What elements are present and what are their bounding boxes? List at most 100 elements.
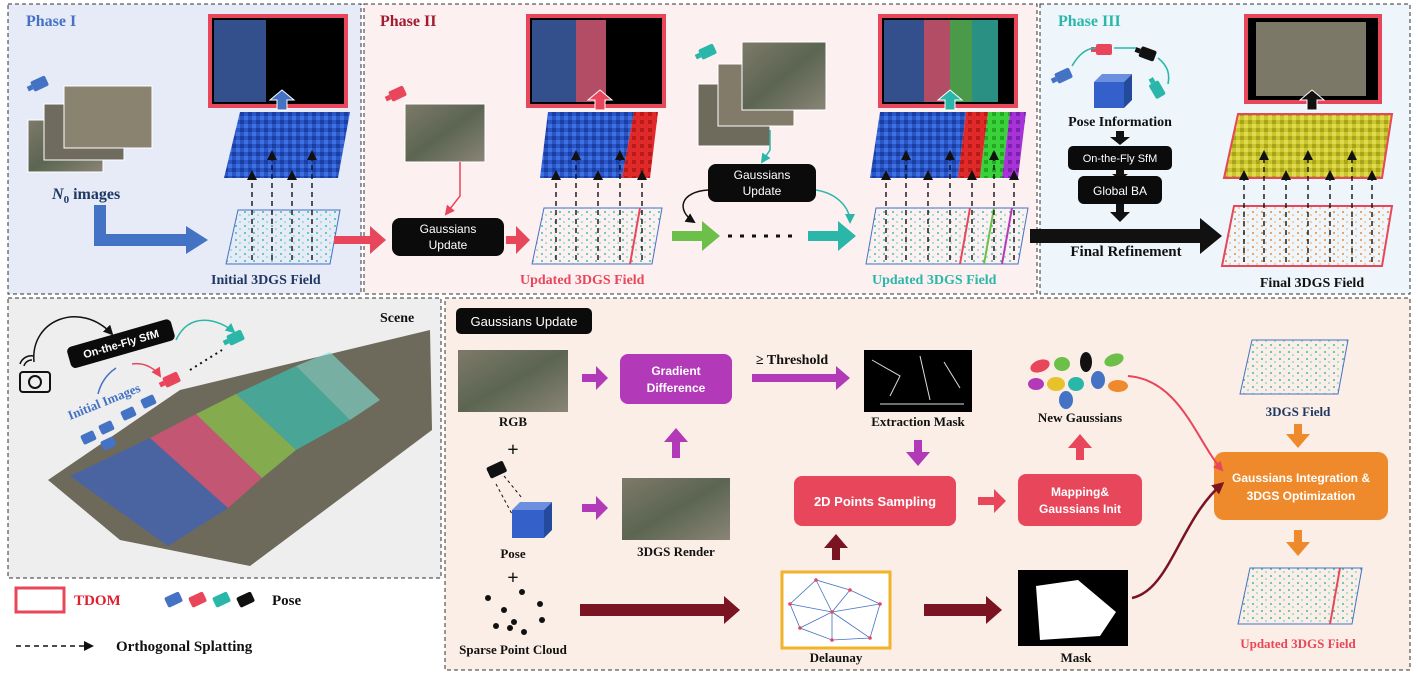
pose-info-label: Pose Information xyxy=(1068,115,1172,130)
phase2-gauss-grid-red xyxy=(622,112,658,178)
pose-camera-icon xyxy=(384,85,407,102)
phase1-field-label: Initial 3DGS Field xyxy=(211,273,321,288)
legend-pose-icons xyxy=(164,591,255,608)
plus-2: + xyxy=(507,567,518,589)
mask-shape xyxy=(1036,580,1116,640)
scene-strip-green xyxy=(196,394,296,478)
integration-line1: Gaussians Integration & xyxy=(1232,471,1370,485)
rgb-image xyxy=(458,350,568,412)
global-ba-box xyxy=(1078,176,1162,204)
rgb-to-grad-arrow xyxy=(582,366,608,390)
detail-field-label: 3DGS Field xyxy=(1266,404,1331,419)
gaussians-update-box-b xyxy=(708,164,816,202)
new-gaussians-label: New Gaussians xyxy=(1038,410,1122,425)
phase2-splat-lines xyxy=(551,150,647,260)
phase2-image xyxy=(404,103,486,163)
pose-camera-icon xyxy=(1050,67,1073,84)
phase2-tdom-red xyxy=(576,20,606,102)
pose-camera-icon xyxy=(694,43,717,60)
phase2b-split-green xyxy=(983,207,995,265)
mapping-line2: Gaussians Init xyxy=(1039,502,1121,516)
gradient-box xyxy=(620,354,732,404)
updated-field-split xyxy=(1329,567,1341,625)
scene-strip-red xyxy=(150,414,262,508)
delaunay-to-mask-arrow xyxy=(924,596,1002,624)
phase3-down-arrow-a xyxy=(1110,131,1130,145)
scene-title: Scene xyxy=(380,311,414,326)
scene-strip-blue xyxy=(70,438,228,546)
phase3-down-arrow-c xyxy=(1110,204,1130,222)
phase12-arrow xyxy=(334,226,386,254)
phase2-field-label: Updated 3DGS Field xyxy=(520,273,645,288)
mask-to-sampling-arrow xyxy=(906,440,930,466)
gaussians-update-box xyxy=(392,218,504,256)
sparse-label: Sparse Point Cloud xyxy=(459,642,567,657)
phase2b-grid-purple xyxy=(1002,112,1026,178)
phase2-arrow-a xyxy=(506,226,530,254)
phase2-gauss-grid xyxy=(540,112,634,178)
pose-cube xyxy=(1094,74,1132,108)
phase2b-up-arrow xyxy=(936,89,964,111)
render-image xyxy=(622,478,730,540)
detail-title: Gaussians Update xyxy=(471,314,578,329)
legend-tdom-label: TDOM xyxy=(74,593,121,609)
final-refinement-label: Final Refinement xyxy=(1070,244,1181,260)
phase2b-grid-red xyxy=(958,112,988,178)
plus-1: + xyxy=(507,439,518,461)
sfm-label: On-the-Fly SfM xyxy=(1083,153,1158,165)
integration-box xyxy=(1214,452,1388,520)
phase2b-field-label: Updated 3DGS Field xyxy=(872,273,997,288)
render-to-grad-arrow xyxy=(664,428,688,458)
integration-to-updated-arrow xyxy=(1286,530,1310,556)
phase2b-split-red xyxy=(959,207,971,265)
legend-tdom-swatch xyxy=(14,586,66,614)
new-gaussians-ellipses xyxy=(1028,352,1128,409)
scene-blue-cameras xyxy=(80,394,157,451)
updated-field xyxy=(1237,567,1363,625)
updated-field-label: Updated 3DGS Field xyxy=(1240,636,1356,651)
sampling-box xyxy=(794,476,956,526)
scene-blue-link xyxy=(97,367,117,395)
pose-camera-icon xyxy=(26,75,49,92)
delaunay-label: Delaunay xyxy=(810,650,863,665)
gaussians-update-line1: Gaussians xyxy=(420,222,477,236)
detail-field xyxy=(1239,339,1349,395)
extraction-label: Extraction Mask xyxy=(871,414,965,429)
mapping-to-new-arrow xyxy=(1068,434,1092,460)
phase1-title: Phase I xyxy=(26,13,76,30)
phase2-image-stack xyxy=(697,41,827,147)
newgauss-to-integration-link xyxy=(1127,375,1224,472)
phase2-green-arrow xyxy=(672,221,720,251)
pose-camera-icon xyxy=(486,461,507,479)
phase2b-split-purple xyxy=(1001,207,1013,265)
pose-to-render-arrow xyxy=(582,496,608,520)
phase2b-gauss-grid xyxy=(870,112,966,178)
extraction-mask-image xyxy=(864,350,972,412)
sampling-to-mapping-arrow xyxy=(978,489,1006,513)
phase2b-tdom-green xyxy=(950,20,972,102)
pose-camera-icon xyxy=(1134,46,1157,62)
pose-cube-detail xyxy=(512,502,552,538)
phase3-splat-lines xyxy=(1239,150,1377,262)
phase1-arrow-head xyxy=(186,226,208,254)
gradient-line2: Difference xyxy=(647,381,706,395)
phase2b-tdom-teal xyxy=(972,20,998,102)
phase2-split xyxy=(629,207,641,265)
field-to-integration-arrow xyxy=(1286,424,1310,448)
phase3-tdom-fill xyxy=(1256,22,1366,96)
sampling-label: 2D Points Sampling xyxy=(814,494,936,509)
scene-camera-link xyxy=(33,316,114,363)
phase2-curved-link xyxy=(682,189,709,224)
mask-to-integration-link xyxy=(1131,482,1225,600)
scene-strip-teal xyxy=(236,366,350,450)
phase2-tdom-blue xyxy=(532,20,576,102)
camera-icon xyxy=(19,354,51,393)
mapping-box xyxy=(1018,474,1142,526)
render-label: 3DGS Render xyxy=(637,544,715,559)
phase2-curved-link-b xyxy=(815,189,855,224)
phase1-up-arrow xyxy=(268,89,296,111)
scene-dotted xyxy=(189,349,223,371)
phase2b-tdom-red xyxy=(924,20,950,102)
pose-camera-icon xyxy=(158,371,181,388)
